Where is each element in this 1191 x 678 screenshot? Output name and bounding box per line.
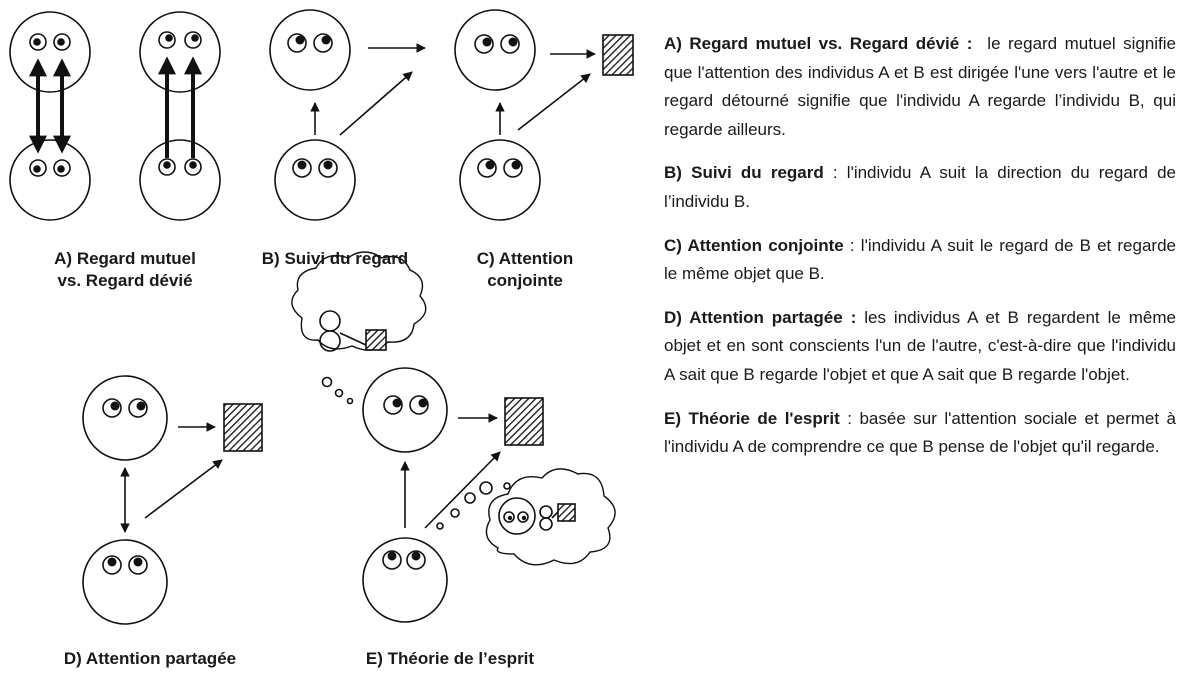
caption-b: B) Suivi du regard [261,249,409,268]
paragraph-c-title: C) Attention conjointe [664,235,844,255]
panel-b-gaze-following [269,9,426,221]
paragraph-a: A) Regard mutuel vs. Regard dévié : le r… [664,30,1176,144]
paragraph-d: D) Attention partagée : les individus A … [664,304,1176,390]
eyes-icon [287,33,338,178]
head-b [269,9,351,91]
object-square [504,397,544,446]
panel-e-theory-of-mind [291,251,616,623]
diagram-svg [9,9,634,625]
paragraph-e-body: : basée sur l'attention sociale et perme… [664,408,1177,457]
paragraph-b-title: B) Suivi du regard [664,163,824,183]
eyes-icon [29,33,71,177]
head-a [82,539,168,625]
gaze-diagram: A) Regard mutuel vs. Regard dévié B) Sui… [9,9,634,668]
eyes-icon [102,398,148,575]
paragraph-c: C) Attention conjointe : l'individu A su… [664,232,1176,289]
definitions-text: A) Regard mutuel vs. Regard dévié : le r… [664,30,1176,477]
eyes-icon [474,34,523,178]
pupils [33,34,527,567]
thought-bubble-icon [436,468,616,566]
caption-d: D) Attention partagée [63,649,237,668]
caption-c-line2: conjointe [487,271,563,290]
eyes-icon [158,31,202,176]
object-square [223,403,263,452]
head-b [82,375,168,461]
paragraph-d-title: D) Attention partagée : [664,307,857,327]
panel-d-shared-attention [82,375,263,625]
caption-a-line1: A) Regard mutuel [54,249,196,268]
head-a [274,139,356,221]
panel-a-mutual-gaze [9,11,91,221]
head-a [9,139,91,221]
head-b [362,367,448,453]
paragraph-a-title: A) Regard mutuel vs. Regard dévié : [664,34,973,53]
panel-a-averted-gaze [139,11,221,221]
paragraph-a-body: le regard mutuel signifie que l'attentio… [664,34,1177,139]
paragraph-d-body: les individus A et B regardent le même o… [664,307,1176,384]
paragraph-e-title: E) Théorie de l'esprit [664,408,840,428]
eyes-icon [382,395,429,570]
head-a [362,537,448,623]
paragraph-b-body: : l'individu A suit la direction du rega… [664,163,1176,211]
caption-a: A) Regard mutuel vs. Regard dévié [15,248,235,292]
thought-bubble-icon [291,251,427,405]
paragraph-b: B) Suivi du regard : l'individu A suit l… [664,159,1176,216]
caption-c-line1: C) Attention [476,249,574,268]
head-b [9,11,91,93]
caption-a-line2: vs. Regard dévié [57,271,193,290]
head-a [459,139,541,221]
head-b [139,11,221,93]
caption-e: E) Théorie de l’esprit [365,649,535,668]
paragraph-e: E) Théorie de l'esprit : basée sur l'att… [664,405,1176,462]
caption-c: C) Attention conjointe [450,248,600,292]
head-a [139,139,221,221]
panel-c-joint-attention [454,9,634,221]
object-square [602,34,634,76]
paragraph-c-body: : l'individu A suit le regard de B et re… [664,235,1176,284]
head-b [454,9,536,91]
